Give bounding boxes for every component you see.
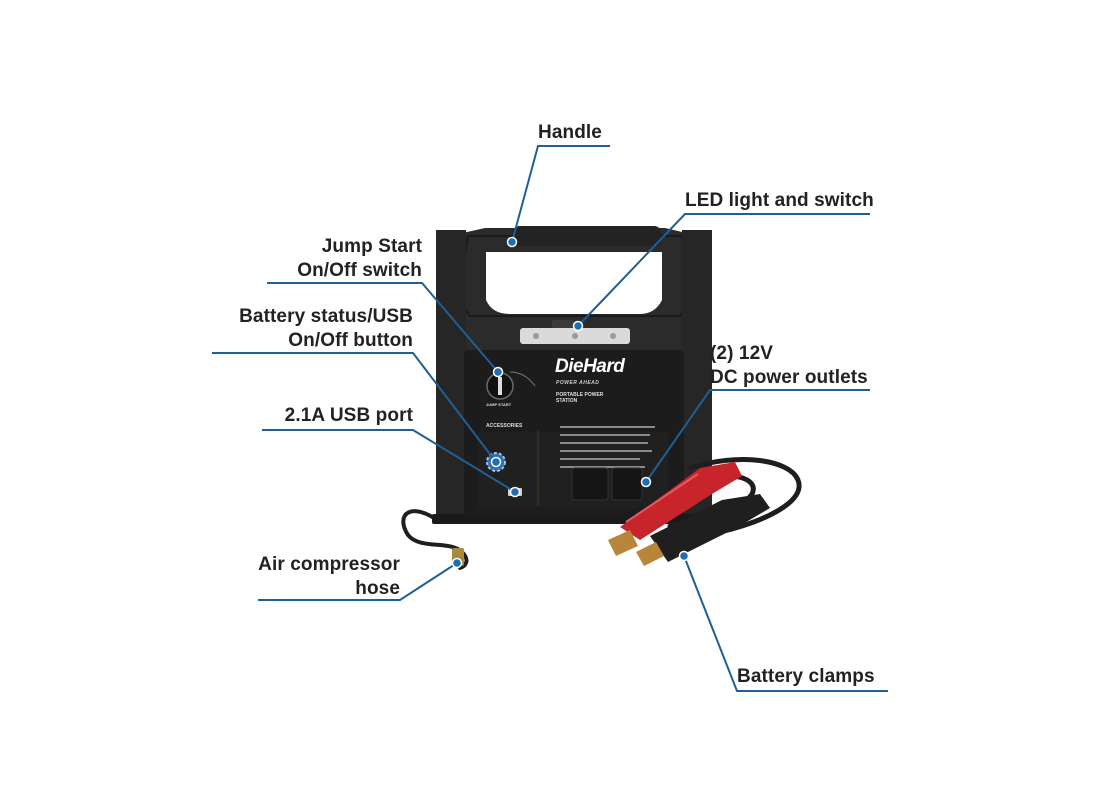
brand-tagline-text: POWER AHEAD	[556, 380, 600, 386]
label-battery-status-line2: On/Off button	[288, 330, 413, 351]
label-battery-clamps: Battery clamps	[737, 665, 875, 689]
brand-logo: DieHard	[555, 356, 625, 378]
label-dc-outlets-line2: DC power outlets	[710, 367, 868, 388]
air-compressor-hose	[401, 509, 469, 570]
handle	[486, 252, 662, 314]
accessories-panel-label-text: ACCESSORIES	[486, 423, 523, 429]
brand-logo-text: DieHard	[555, 356, 625, 377]
dc-outlet-cover	[571, 467, 609, 501]
label-handle-text: Handle	[538, 122, 602, 143]
clamp-cable-black	[687, 457, 802, 535]
leader-battery-status	[212, 352, 497, 463]
red-battery-clamp	[608, 462, 742, 556]
label-led-light: LED light and switch	[685, 189, 874, 213]
model-label-text: PORTABLE POWER STATION	[556, 392, 604, 404]
leader-battery-status-dot	[490, 456, 502, 468]
leader-battery-clamps-dot	[678, 550, 690, 562]
label-usb-port-text: 2.1A USB port	[284, 405, 413, 426]
leader-air-hose-dot	[451, 557, 463, 569]
label-battery-status: Battery status/USB On/Off button	[205, 305, 413, 353]
model-label: PORTABLE POWER STATION	[556, 392, 616, 404]
leader-usb-port	[262, 429, 516, 493]
label-air-hose: Air compressor hose	[240, 553, 400, 601]
leader-air-hose	[258, 562, 458, 601]
label-air-hose-line1: Air compressor	[258, 554, 400, 575]
accessories-panel-label: ACCESSORIES	[486, 423, 522, 429]
label-jump-start: Jump Start On/Off switch	[250, 235, 422, 283]
leader-dc-outlets-dot	[640, 476, 652, 488]
label-air-hose-line2: hose	[355, 578, 400, 599]
label-jump-start-line2: On/Off switch	[297, 260, 422, 281]
leader-led-light	[577, 213, 870, 327]
label-dc-outlets: (2) 12V DC power outlets	[710, 342, 868, 390]
leader-dc-outlets	[645, 389, 870, 483]
leader-battery-clamps	[683, 555, 888, 692]
label-battery-status-line1: Battery status/USB	[239, 306, 413, 327]
label-led-light-text: LED light and switch	[685, 190, 874, 211]
leader-usb-port-dot	[509, 486, 521, 498]
label-usb-port: 2.1A USB port	[250, 404, 413, 428]
label-jump-start-line1: Jump Start	[321, 236, 422, 257]
label-dc-outlets-line1: (2) 12V	[710, 343, 774, 364]
leader-handle	[511, 145, 610, 243]
brand-tagline: POWER AHEAD	[556, 380, 599, 386]
leader-handle-dot	[506, 236, 518, 248]
device-body	[432, 226, 716, 524]
leader-jump-start	[267, 282, 499, 373]
jump-start-panel-label-text: JUMP START	[486, 402, 512, 407]
label-handle: Handle	[538, 121, 602, 145]
jump-start-panel-label: JUMP START	[486, 402, 511, 407]
leader-led-light-dot	[572, 320, 584, 332]
black-battery-clamp	[636, 494, 770, 566]
label-battery-clamps-text: Battery clamps	[737, 666, 875, 687]
leader-jump-start-dot	[492, 366, 504, 378]
